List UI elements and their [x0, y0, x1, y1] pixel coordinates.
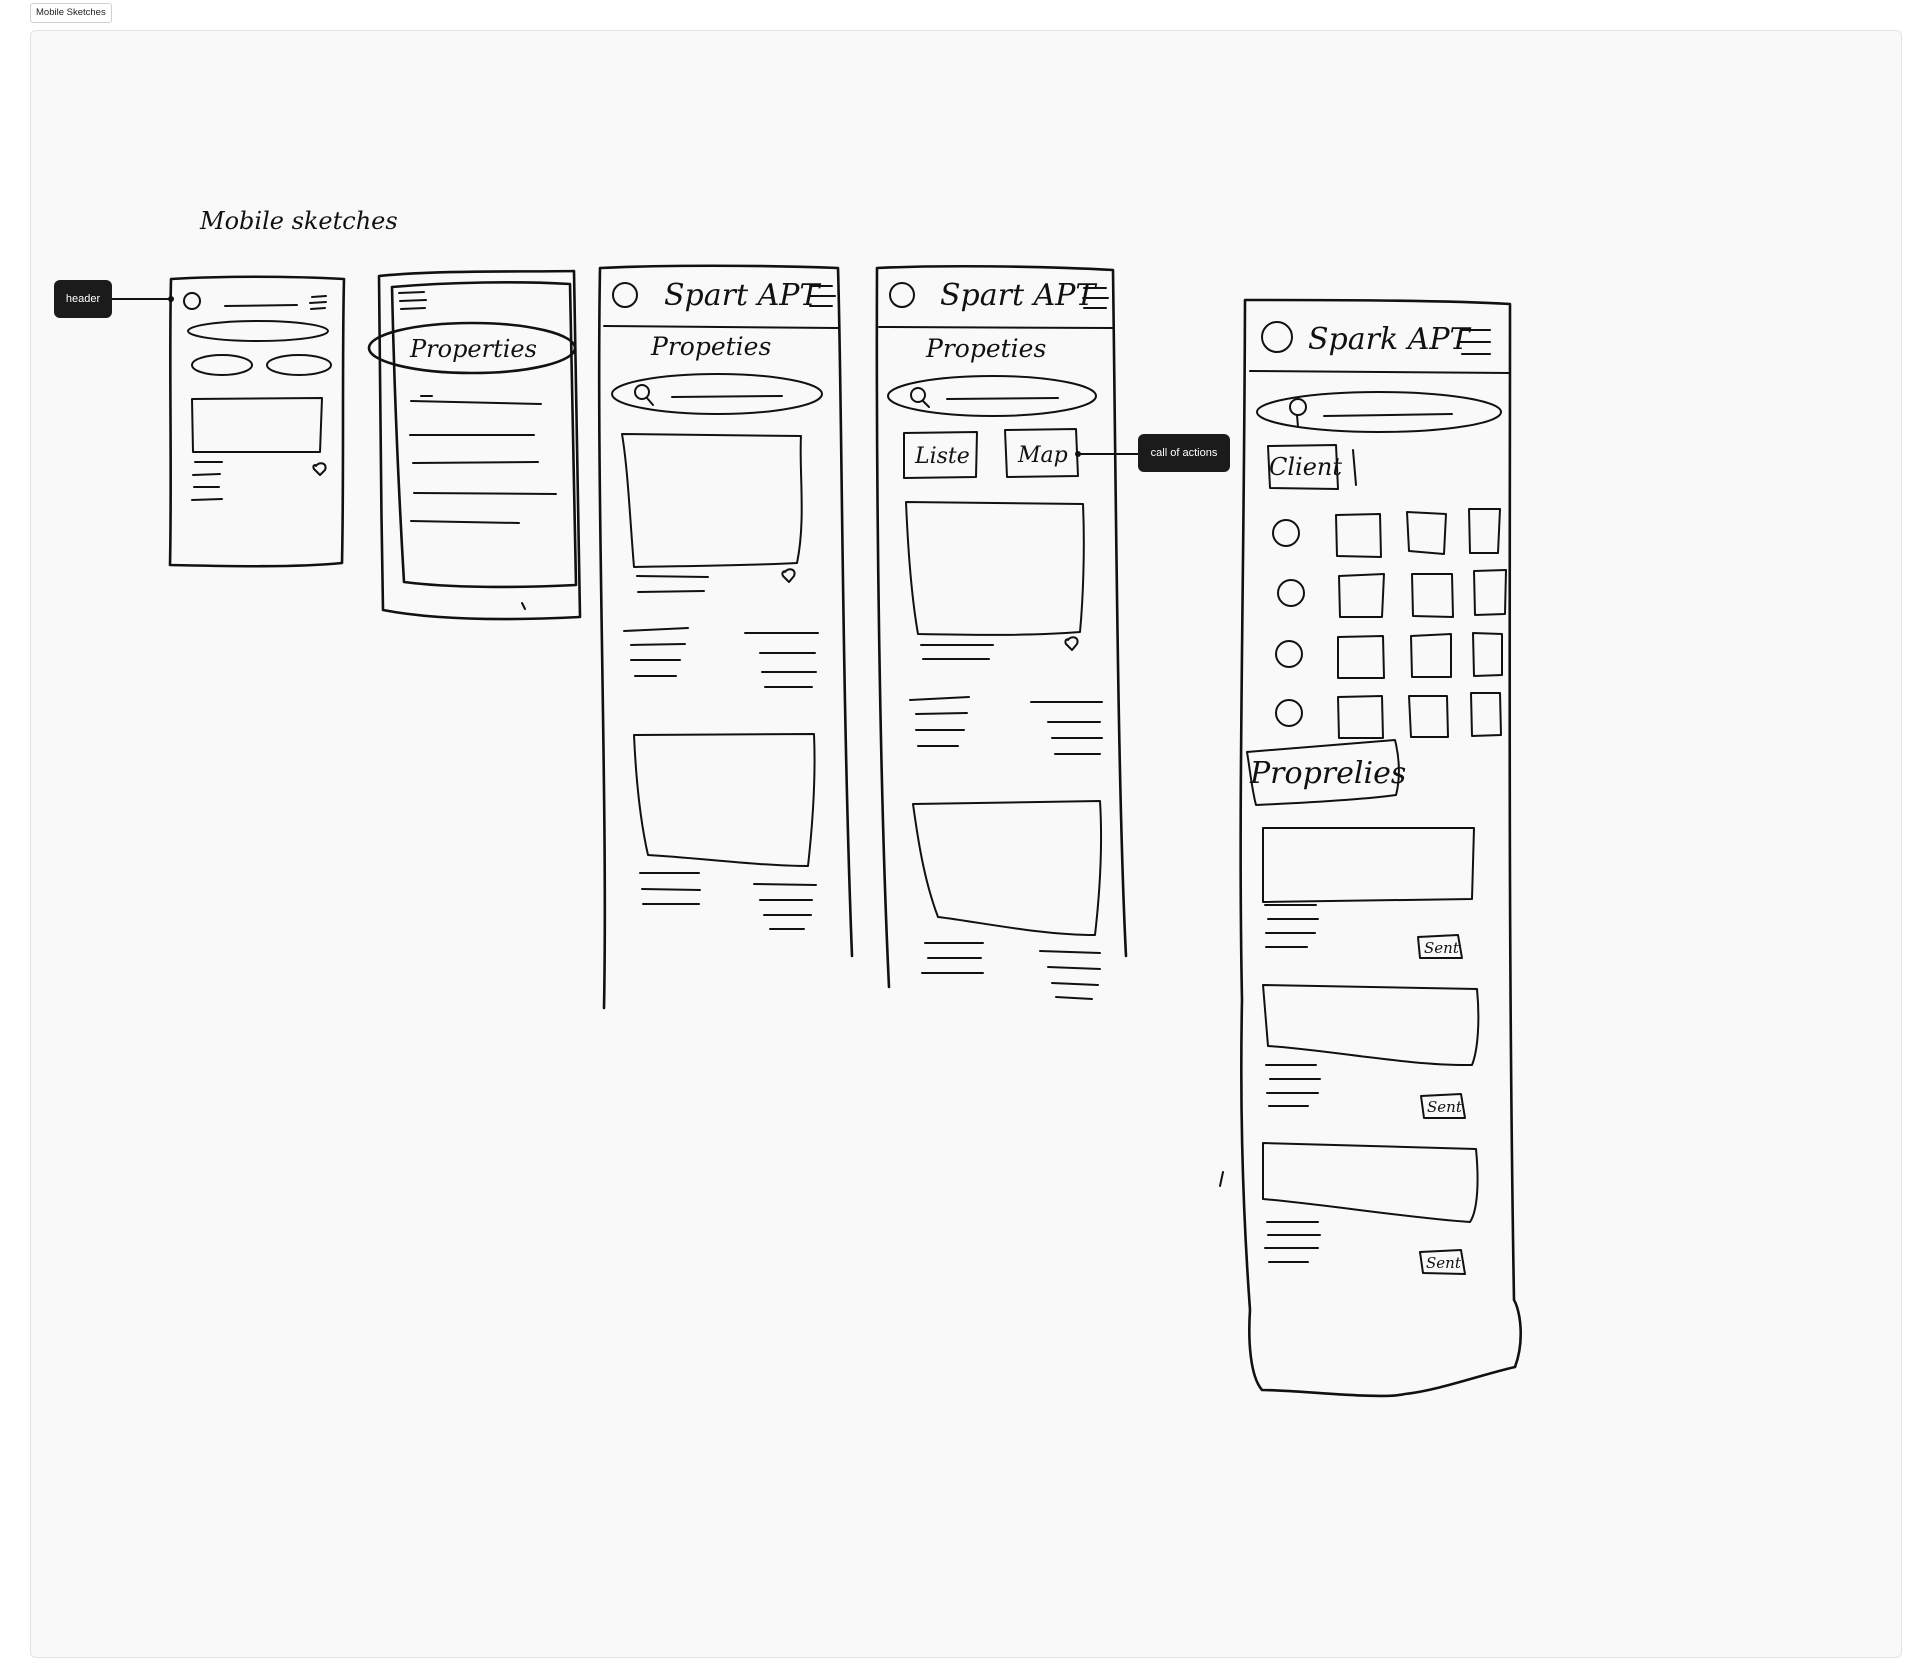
canvas-frame — [30, 30, 1902, 1658]
sent-button[interactable]: Sent — [1424, 939, 1460, 957]
properties-label: Proprelies — [1249, 756, 1406, 791]
tab-map-label[interactable]: Map — [1017, 443, 1068, 468]
menu-icon — [398, 291, 427, 310]
sent-button[interactable]: Sent — [1426, 1254, 1462, 1272]
wireframe-5: Spark APT Client Proprelies Sent Sent Se… — [1219, 298, 1522, 1398]
search-bar — [887, 375, 1097, 417]
wireframe-3: Spart APT Propeties — [597, 264, 854, 1010]
callout-call-of-actions: call of actions — [1138, 434, 1230, 472]
properties-label: Properties — [409, 335, 537, 363]
search-bar — [1256, 391, 1502, 433]
wireframe-2: Properties — [367, 269, 582, 621]
menu-icon — [809, 285, 836, 307]
logo-icon — [612, 282, 638, 308]
properties-label: Propeties — [650, 332, 771, 361]
logo-icon — [1261, 321, 1293, 353]
tab-list — [903, 431, 978, 479]
heart-icon — [781, 568, 796, 583]
search-icon — [1289, 398, 1307, 416]
client-label: Client — [1269, 453, 1342, 481]
logo-icon — [183, 292, 201, 310]
heart-icon — [312, 462, 327, 476]
wireframe-1 — [168, 275, 346, 568]
tab-list-label[interactable]: Liste — [914, 444, 970, 469]
sketch-title: Mobile sketches — [199, 207, 398, 235]
frame-label[interactable]: Mobile Sketches — [30, 3, 112, 23]
brand-name: Spark APT — [1308, 322, 1472, 357]
brand-name: Spart APT — [664, 278, 821, 313]
search-icon — [634, 384, 650, 400]
menu-icon — [309, 295, 327, 310]
properties-label: Propeties — [925, 334, 1046, 363]
tab-map — [1004, 428, 1079, 478]
heart-icon — [1064, 636, 1079, 651]
menu-icon — [1457, 329, 1491, 355]
wireframe-4: Spart APT Propeties Liste Map — [875, 264, 1128, 1000]
sent-button[interactable]: Sent — [1427, 1098, 1463, 1116]
menu-icon — [1082, 287, 1109, 309]
search-bar — [611, 373, 823, 415]
search-icon — [910, 387, 926, 403]
brand-name: Spart APT — [940, 278, 1097, 313]
callout-header: header — [54, 280, 112, 318]
logo-icon — [889, 282, 915, 308]
